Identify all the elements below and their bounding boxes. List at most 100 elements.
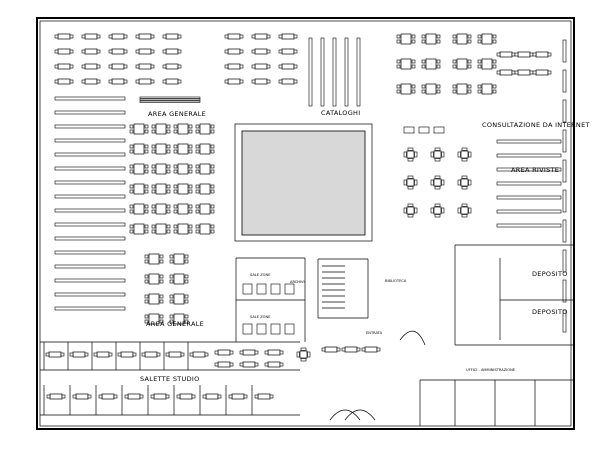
chair [69, 49, 74, 54]
chair [150, 79, 155, 84]
chair [54, 49, 59, 54]
desk-group [224, 33, 244, 40]
table [433, 178, 442, 187]
chair [492, 34, 497, 39]
chair [191, 394, 196, 399]
desk [227, 63, 241, 70]
chair [195, 184, 200, 189]
chair [195, 124, 200, 129]
chair [159, 259, 164, 264]
desk-block [477, 58, 497, 70]
desk-block [195, 143, 215, 155]
desk [165, 63, 179, 70]
chair [461, 158, 468, 162]
chair [452, 39, 457, 44]
desk-group [321, 346, 341, 353]
desk [481, 83, 493, 95]
chair [93, 352, 98, 357]
chair [177, 79, 182, 84]
chair [461, 186, 468, 190]
desk [138, 48, 152, 55]
desk-group [69, 351, 89, 358]
desk [425, 33, 437, 45]
chair [210, 229, 215, 234]
chair [210, 189, 215, 194]
desk-group [514, 69, 534, 76]
bookshelf [496, 209, 562, 214]
chair [159, 254, 164, 259]
chair [195, 149, 200, 154]
desk-block [173, 203, 193, 215]
chair [477, 39, 482, 44]
desk-group [98, 393, 118, 400]
desk-block [195, 123, 215, 135]
chair [195, 164, 200, 169]
chair [421, 84, 426, 89]
desk-block [151, 163, 171, 175]
bookshelf [242, 323, 253, 335]
chair [144, 209, 149, 214]
bookshelf [54, 236, 126, 241]
label-area-riviste: AREA RIVISTE [511, 166, 559, 174]
bookshelf [54, 292, 126, 297]
bookshelf [54, 124, 126, 129]
desk-group [135, 48, 155, 55]
desk [364, 346, 378, 353]
bookshelf [496, 181, 562, 186]
desk [84, 48, 98, 55]
desk [227, 48, 241, 55]
chair [151, 209, 156, 214]
chair [407, 214, 414, 218]
chair [266, 79, 271, 84]
desk-group [532, 69, 552, 76]
chair [336, 347, 341, 352]
chair [173, 124, 178, 129]
partition-lines [40, 244, 574, 426]
bookshelf [562, 279, 567, 303]
chair [151, 189, 156, 194]
chair [81, 64, 86, 69]
desk-group [224, 48, 244, 55]
desk-block [195, 203, 215, 215]
chair [129, 169, 134, 174]
desk-block [151, 223, 171, 235]
desk [199, 123, 211, 135]
chair [141, 352, 146, 357]
chair [69, 64, 74, 69]
chair [98, 394, 103, 399]
desk-group [54, 48, 74, 55]
chair [69, 79, 74, 84]
desk [499, 69, 513, 76]
table [433, 150, 442, 159]
chair [159, 314, 164, 319]
bookshelf [54, 250, 126, 255]
chair [434, 186, 441, 190]
chair [129, 149, 134, 154]
chair [529, 52, 534, 57]
desk-group [54, 33, 74, 40]
chair [144, 204, 149, 209]
chair [293, 79, 298, 84]
bookshelf [54, 138, 126, 143]
chair [434, 158, 441, 162]
desk [517, 69, 531, 76]
chair [123, 49, 128, 54]
chair [144, 129, 149, 134]
desk [133, 163, 145, 175]
desk [456, 33, 468, 45]
chair [239, 350, 244, 355]
chair [151, 164, 156, 169]
chair [184, 259, 189, 264]
chair [361, 347, 366, 352]
desk [177, 143, 189, 155]
chair [204, 352, 209, 357]
desk [281, 78, 295, 85]
chair [162, 49, 167, 54]
desk [57, 63, 71, 70]
chair [129, 189, 134, 194]
desk-block [144, 313, 164, 325]
chair [159, 299, 164, 304]
desk-group [278, 63, 298, 70]
desk-block [477, 33, 497, 45]
desk-block [151, 183, 171, 195]
